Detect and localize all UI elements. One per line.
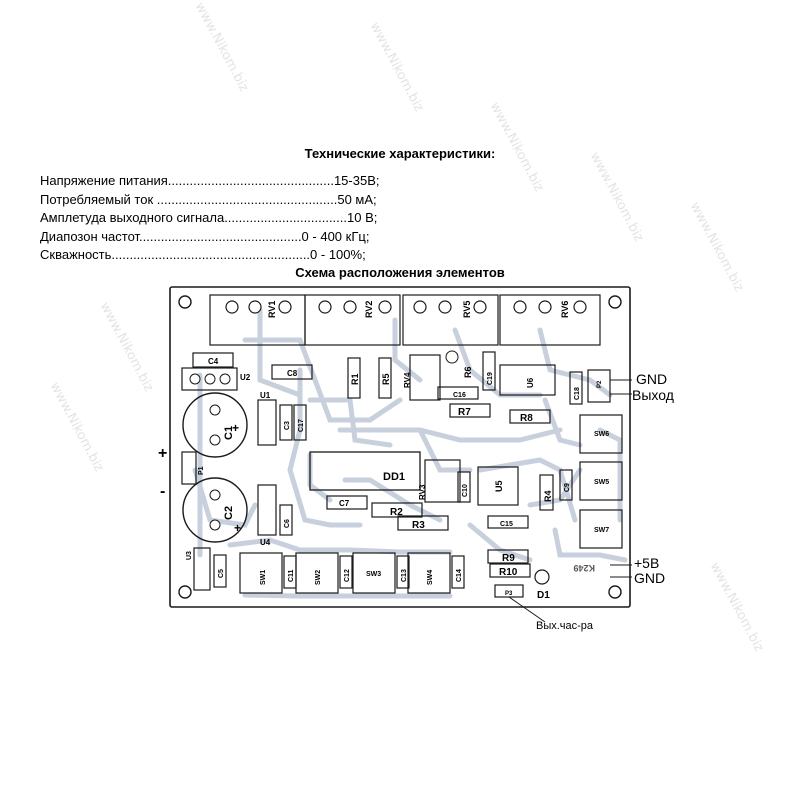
specs-list: Напряжение питания......................… <box>40 172 380 265</box>
sw5-label: SW5 <box>594 479 609 486</box>
c11-label: C11 <box>288 569 295 582</box>
freq-out-label: Вых.час-ра <box>536 620 594 632</box>
c17-label: C17 <box>298 419 305 432</box>
r4-label: R4 <box>543 490 553 502</box>
rv6-label: RV6 <box>560 301 570 318</box>
c15-label: C15 <box>500 521 513 528</box>
dd1-label: DD1 <box>383 471 405 483</box>
board-id: K249 <box>573 563 595 573</box>
u3-label: U3 <box>186 551 193 560</box>
sw7-label: SW7 <box>594 527 609 534</box>
sw1-label: SW1 <box>260 570 267 585</box>
c10-label: C10 <box>462 484 469 497</box>
c6-label: C6 <box>284 519 291 528</box>
c16-label: C16 <box>453 392 466 399</box>
output-label: Выход <box>632 387 674 403</box>
rv1-label: RV1 <box>267 301 277 318</box>
c18-label: C18 <box>574 387 581 400</box>
r5-label: R5 <box>381 373 391 385</box>
c19-label: C19 <box>487 372 494 385</box>
sw3-label: SW3 <box>366 571 381 578</box>
sw6-label: SW6 <box>594 431 609 438</box>
rv3-label: RV3 <box>418 484 427 500</box>
c14-label: C14 <box>456 569 463 582</box>
c3-label: C3 <box>284 421 291 430</box>
r8-label: R8 <box>520 413 533 424</box>
spec-supply-voltage: Напряжение питания......................… <box>40 173 380 188</box>
rv5-label: RV5 <box>462 301 472 318</box>
r10-label: R10 <box>499 567 518 578</box>
r3-label: R3 <box>412 520 425 531</box>
u4-label: U4 <box>260 538 271 547</box>
sw2-label: SW2 <box>315 570 322 585</box>
supply-plus-label: + <box>158 445 167 462</box>
spec-current: Потребляемый ток .......................… <box>40 191 377 207</box>
c7-label: C7 <box>339 499 350 508</box>
u6-label: U6 <box>526 377 535 388</box>
c13-label: C13 <box>401 569 408 582</box>
r9-label: R9 <box>502 553 515 564</box>
r1-label: R1 <box>350 373 360 385</box>
c8-label: C8 <box>287 369 298 378</box>
u5-label: U5 <box>494 480 504 492</box>
trimmers <box>209 294 601 346</box>
c2-label: C2 <box>223 506 235 520</box>
u1-label: U1 <box>260 391 271 400</box>
spec-duty-cycle: Скважность..............................… <box>40 247 366 262</box>
c9-label: C9 <box>564 483 571 492</box>
layout-title: Схема расположения элементов <box>295 265 505 280</box>
rv2-label: RV2 <box>364 301 374 318</box>
gnd-bottom-label: GND <box>634 570 666 586</box>
p2-label: P2 <box>597 380 603 388</box>
plus5v-label: +5В <box>634 555 660 571</box>
r2-label: R2 <box>390 507 403 518</box>
traces <box>192 307 628 599</box>
c12-label: C12 <box>344 569 351 582</box>
c4-label: C4 <box>208 357 219 366</box>
d1-label: D1 <box>537 590 550 601</box>
rv4-label: RV4 <box>403 372 412 388</box>
board-outline <box>169 286 631 608</box>
supply-minus-label: - <box>160 483 165 500</box>
u2-label: U2 <box>240 373 251 382</box>
svg-text:+: + <box>234 521 241 535</box>
p1-label: P1 <box>198 466 205 475</box>
p3-label: P3 <box>505 591 513 597</box>
c1-label: C1 <box>223 426 235 440</box>
c5-label: C5 <box>218 569 225 578</box>
svg-text:+: + <box>232 421 239 435</box>
sw4-label: SW4 <box>427 570 434 585</box>
r6-label: R6 <box>463 366 473 378</box>
spec-frequency-range: Диапозон частот.........................… <box>40 228 370 244</box>
page-title: Технические характеристики: <box>304 146 496 161</box>
gnd-top-label: GND <box>636 371 668 387</box>
r7-label: R7 <box>458 407 471 418</box>
mounting-holes <box>178 295 622 599</box>
spec-amplitude: Амплетуда выходного сигнала.............… <box>40 210 378 225</box>
